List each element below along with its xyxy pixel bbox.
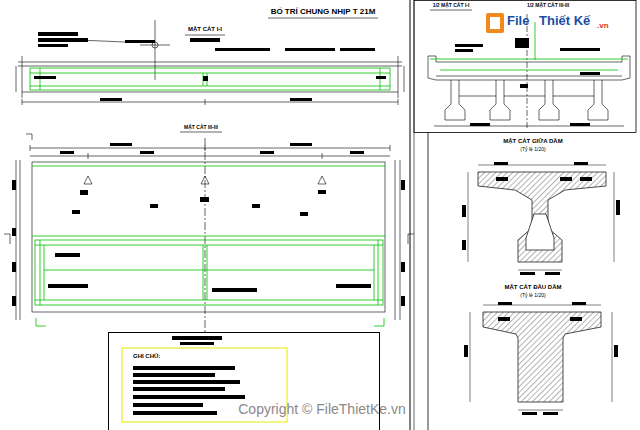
section-title: 1/2 MẶT CẮT III-III xyxy=(527,3,569,9)
watermark: Copyright © FileThietKe.vn xyxy=(238,402,406,417)
notes-box: GHI CHÚ: xyxy=(108,332,380,430)
notes-heading: GHI CHÚ: xyxy=(133,353,160,360)
drawing-title: BỐ TRÍ CHUNG NHỊP T 21M xyxy=(271,8,376,17)
logo-text: File xyxy=(507,14,529,28)
section-title: MẶT CẮT GIỮA DẦM xyxy=(503,138,562,145)
section-title: MẶT CẮT ĐẦU DẦM xyxy=(505,284,562,291)
logo-text: Thiết Kế xyxy=(539,14,590,28)
section-title: MẶT CẮT III-III xyxy=(184,125,218,131)
logo-text: .vn xyxy=(597,22,609,31)
scale-note: (Tỷ lệ 1/20) xyxy=(520,293,545,299)
section-title: MẶT CẮT I-I xyxy=(188,26,222,33)
section-title: 1/2 MẶT CẮT I-I xyxy=(433,3,470,9)
scale-note: (Tỷ lệ 1/20) xyxy=(520,147,545,153)
